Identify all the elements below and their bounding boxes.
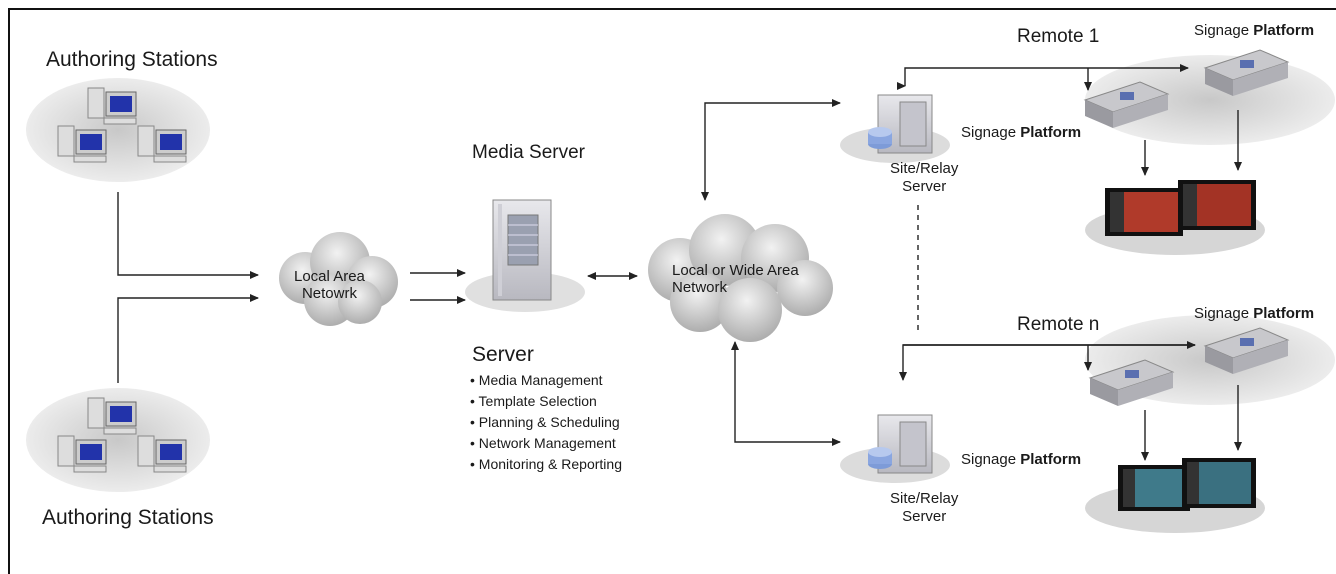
workstation-icon (87, 397, 137, 435)
site-relay-server-n-icon (840, 414, 950, 483)
server-feature-item: Template Selection (470, 391, 622, 412)
display-screen-icon (1178, 180, 1256, 230)
server-panel-title: Server (472, 343, 534, 366)
site-relay-n-label: Site/Relay Server (890, 490, 959, 525)
signage-player-icon (1203, 49, 1290, 96)
workstation-icon (57, 125, 107, 163)
server-feature-list: Media Management Template Selection Plan… (470, 370, 622, 475)
server-feature-item: Network Management (470, 433, 622, 454)
wan-label: Local or Wide Area Network (672, 262, 799, 296)
server-feature-item: Monitoring & Reporting (470, 454, 622, 475)
display-screen-icon (1182, 458, 1256, 508)
authoring-stations-top-group (26, 78, 210, 182)
lan-label: Local Area Netowrk (294, 268, 365, 302)
remote-n-signage-group (1085, 315, 1335, 533)
authoring-stations-top-label: Authoring Stations (46, 48, 218, 71)
remote-1-signage-group (1083, 49, 1335, 255)
signage-platform-label: Signage Platform (1194, 305, 1315, 322)
signage-player-icon (1203, 327, 1290, 374)
media-server-icon (465, 199, 585, 312)
remote-1-label: Remote 1 (1017, 26, 1100, 47)
authoring-stations-bottom-group (26, 388, 210, 492)
authoring-stations-bottom-label: Authoring Stations (42, 506, 214, 529)
site-relay-1-label: Site/Relay Server (890, 160, 959, 195)
workstation-icon (87, 87, 137, 125)
remote-n-label: Remote n (1017, 314, 1100, 335)
display-screen-icon (1105, 188, 1183, 236)
signage-platform-label: Signage Platform (1194, 22, 1315, 39)
server-feature-item: Media Management (470, 370, 622, 391)
diagram-frame (8, 8, 1336, 574)
workstation-icon (57, 435, 107, 473)
workstation-icon (137, 435, 187, 473)
signage-player-icon (1088, 359, 1175, 406)
workstation-icon (137, 125, 187, 163)
display-screen-icon (1118, 465, 1190, 511)
server-feature-item: Planning & Scheduling (470, 412, 622, 433)
lan-cloud-icon (279, 232, 398, 326)
site-relay-server-1-icon (840, 94, 950, 163)
signage-platform-label: Signage Platform (961, 451, 1082, 468)
signage-platform-label: Signage Platform (961, 124, 1082, 141)
wan-cloud-icon (648, 214, 833, 342)
media-server-title: Media Server (472, 142, 585, 163)
connector-lines (117, 64, 1242, 461)
signage-player-icon (1083, 81, 1170, 128)
